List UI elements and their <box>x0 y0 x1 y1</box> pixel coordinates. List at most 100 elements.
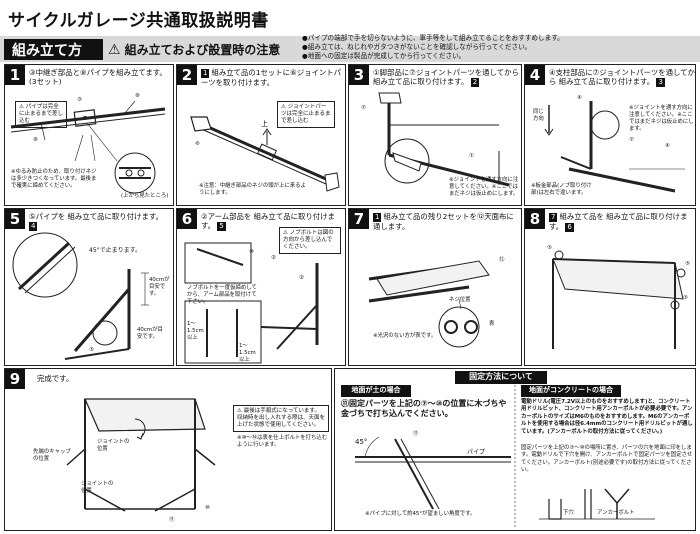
step-9-panel: 9 完成です。 ⚠ 最後は手順式になっています。収納時を出し入れする際は、天面を… <box>4 368 332 531</box>
fixing-heading: 固定方法について <box>455 371 547 384</box>
step-6-illustration <box>184 242 319 364</box>
step-4-note-2: ※板金部品(ノブ取り付け部)は左右で違います。 <box>531 183 592 196</box>
warning-heading-text: 組み立ておよび設置時の注意 <box>124 43 281 57</box>
step-4-ref: 3 <box>656 78 665 87</box>
step-number: 3 <box>349 65 369 85</box>
step-4-text: ④支柱部品に⑦ジョイントパーツを通してから 組み立て品に取り付けます。 3 <box>549 68 695 87</box>
step-6-note: ノブボルトを一度仮締めしてから、アーム部品を取付けて下さい。 <box>187 285 257 305</box>
step-3-ref: 2 <box>470 78 480 87</box>
step-2-note: ※注意：中継ぎ部品のネジの頭が上に来るようにします。 <box>199 183 306 196</box>
note-2: ●組み立ては、ねじれやガタつきがないことを確認しながら行ってください。 <box>302 43 532 51</box>
step-6-warning: ⚠ ノブボルトは図の方向から差し込んでください。 <box>279 227 341 254</box>
step-9-warning-text: 最後は手順式になっています。収納時を出し入れする際は、天面を上げた状態で使用して… <box>237 408 326 428</box>
label-pipe: パイプ <box>467 449 486 456</box>
label-length-a: 1～1.5cm以上 <box>187 321 204 341</box>
step-4-text-body: ④支柱部品に⑦ジョイントパーツを通してから 組み立て品に取り付けます。 <box>549 68 695 86</box>
label-pipe-b: ⑧ <box>135 93 140 99</box>
label-top-view: (上から見たところ) <box>121 193 169 199</box>
label-joint: ③ <box>77 97 82 103</box>
label-screw-pos: ネジ位置 <box>449 297 471 303</box>
label-leg-1: ① <box>469 153 474 159</box>
step-8-ref-b: 6 <box>565 223 574 232</box>
label-fix-10: ⑩ <box>205 505 210 511</box>
step-1-note: ※ゆるみ防止のため、取り付けネジは多少きつくなっています。最後まで確実に締めてく… <box>11 169 97 189</box>
step-1-text: ③中継ぎ部品と⑧パイプを組み立てます。(3セット) <box>29 68 167 86</box>
step-3-illustration <box>378 92 510 187</box>
label-pilot-hole: 下穴 <box>563 510 574 516</box>
note-1: ●パイプの端部で手を切らないように、軍手等をして組み立てることをおすすめします。 <box>302 34 564 42</box>
header-bar <box>0 36 700 62</box>
label-anchor-bolt: アンカーボルト <box>597 510 635 516</box>
step-9-warning: ⚠ 最後は手順式になっています。収納時を出し入れする際は、天面を上げた状態で使用… <box>233 405 329 432</box>
step-8-text-body: 組み立て品を 組み立て品に取り付けます。 <box>549 212 688 231</box>
label-cap-pos: 先端のキャップの位置 <box>33 449 71 462</box>
step-6-ref: 5 <box>217 222 226 231</box>
label-pipe-5b: ⑤ <box>685 261 690 267</box>
step-5-text-body: ⑤パイプを 組み立て品に取り付けます。 <box>29 212 163 221</box>
label-same-direction: 同じ方向 <box>533 109 544 122</box>
page-title: サイクルガレージ共通取扱説明書 <box>8 11 269 31</box>
step-1-illustration <box>10 100 166 194</box>
label-pipe-5: ⑤ <box>89 347 94 353</box>
step-6-panel: 6 ②アーム部品を 組み立て品に取り付けます。 5 ⚠ ノブボルトは図の方向から… <box>176 208 346 366</box>
step-7-note: ※光沢のない方が表です。 <box>373 333 437 339</box>
label-post-4: ④ <box>577 95 582 101</box>
step-number: 6 <box>177 209 197 229</box>
step-2-warning-text: ジョイントパーツは完全に止まるまで差し込む <box>281 104 331 124</box>
step-6-text-body: ②アーム部品を 組み立て品に取り付けます。 <box>201 212 335 230</box>
label-joint-part: ⑥ <box>195 141 200 147</box>
fixing-panel: 固定方法について 地面が土の場合 ⑪固定パーツを上記の⑦～⑩の位置に木づちや金づ… <box>334 368 696 531</box>
label-post-4b: ④ <box>665 143 670 149</box>
label-joint-7: ⑦ <box>361 105 366 111</box>
label-up: 上 <box>261 120 268 128</box>
step-number: 2 <box>177 65 197 85</box>
step-number: 8 <box>525 209 545 229</box>
step-6-warning-text: ノブボルトは図の方向から差し込んでください。 <box>283 230 334 250</box>
assembly-notes: ●パイプの端部で手を切らないように、軍手等をして組み立てることをおすすめします。… <box>302 34 697 61</box>
step-1-warning-text: パイプは完全に止まるまで差し込む <box>19 104 64 124</box>
soil-heading: 地面が土の場合 <box>341 385 411 397</box>
step-7-ref: 1 <box>373 213 382 222</box>
step-4-note: ※ジョイントを通す方向に注意してください。※ここではまだネジは仮止めにします。 <box>629 105 694 132</box>
label-front: 表 <box>489 321 495 327</box>
label-joint-7: ⑦ <box>629 137 634 143</box>
step-8-illustration <box>552 250 686 349</box>
step-5-text: ⑤パイプを 組み立て品に取り付けます。 4 <box>29 212 171 231</box>
step-9-illustration <box>66 398 216 512</box>
label-joint-pos-a: ジョイントの位置 <box>97 439 130 452</box>
label-knob-10: ⑩ <box>249 249 254 255</box>
step-number: 9 <box>5 369 25 389</box>
step-1-panel: 1 ③中継ぎ部品と⑧パイプを組み立てます。(3セット) ⚠ パイプは完全に止まる… <box>4 64 174 206</box>
step-3-note: ※ジョイントを通す方向に注意してください。※ここではまだネジは仮止めにします。 <box>449 177 519 197</box>
step-2-ref: 1 <box>201 69 210 78</box>
label-arm-2a: ② <box>271 255 276 261</box>
step-7-illustration <box>368 260 490 348</box>
step-4-panel: 4 ④支柱部品に⑦ジョイントパーツを通してから 組み立て品に取り付けます。 3 … <box>524 64 696 206</box>
label-40cm-a: 40cmが目安です。 <box>149 277 170 297</box>
label-cloth-12: ⑫ <box>499 257 505 263</box>
label-45deg: 45° <box>355 438 368 446</box>
step-5-ref: 4 <box>29 222 38 231</box>
label-arm-2b: ② <box>299 275 304 281</box>
label-joint-pos-b: ジョイントの位置 <box>81 481 114 494</box>
step-8-ref-a: 7 <box>549 213 558 222</box>
concrete-text: 電動ドリル(電圧7.2V以上のものをおすすめします)と、コンクリート用ドリルビッ… <box>521 399 693 435</box>
step-number: 5 <box>5 209 25 229</box>
step-2-warning: ⚠ ジョイントパーツは完全に止まるまで差し込む <box>277 101 335 128</box>
step-3-panel: 3 ①脚部品に⑦ジョイントパーツを通してから 組み立て品に取り付けます。 2 ⑦… <box>348 64 522 206</box>
step-6-text: ②アーム部品を 組み立て品に取り付けます。 5 <box>201 212 343 231</box>
concrete-heading: 地面がコンクリートの場合 <box>521 385 621 397</box>
label-40cm-b: 40cmが目安です。 <box>137 327 163 340</box>
section-label: 組み立て方 <box>4 39 103 60</box>
warning-heading: ⚠ 組み立ておよび設置時の注意 <box>108 41 280 58</box>
step-3-text-body: ①脚部品に⑦ジョイントパーツを通してから 組み立て品に取り付けます。 <box>373 68 519 86</box>
soil-note: ※パイプに対して約45°が望ましい角度です。 <box>365 511 476 517</box>
step-7-text-body: 組み立て品の残り2セットを⑫天面布に通します。 <box>373 212 514 231</box>
label-pipe-5c: ⑤ <box>683 295 688 301</box>
